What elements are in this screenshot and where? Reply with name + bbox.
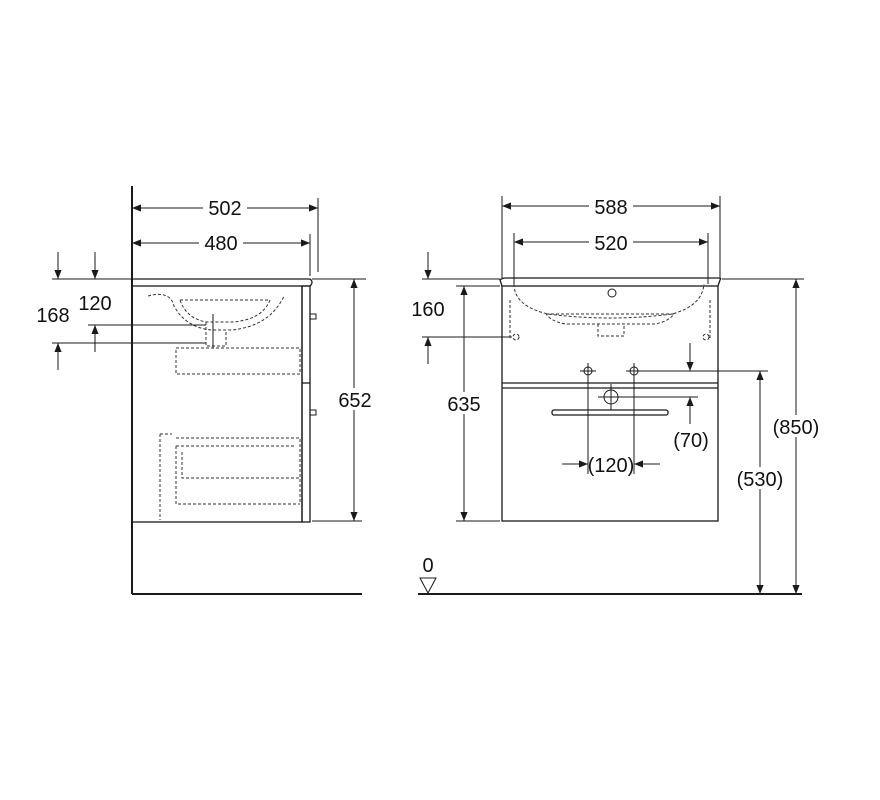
label-bg-520 — [589, 231, 633, 253]
label-bg-480 — [199, 231, 243, 253]
side-view: 502 480 652 120 168 — [36, 186, 378, 595]
tap-hole — [607, 288, 617, 298]
side-basin-top — [132, 278, 313, 287]
dim-label-850: (850) — [773, 417, 820, 439]
waste-connection-right — [626, 363, 642, 379]
front-basin-top — [499, 277, 722, 287]
dim-label-70: (70) — [673, 430, 709, 452]
side-lower-drawer-hidden — [159, 433, 301, 520]
dim-label-520: 520 — [594, 233, 627, 255]
side-basin-bowl-hidden — [147, 293, 285, 331]
side-handle-top — [309, 313, 317, 320]
front-bowl-inner-hidden — [545, 313, 676, 325]
floor-reference-triangle — [419, 577, 437, 595]
dim-label-480: 480 — [204, 233, 237, 255]
overflow-left — [512, 333, 520, 341]
side-upper-drawer-hidden — [175, 347, 301, 375]
label-bg-588 — [589, 195, 633, 217]
label-bg-635 — [441, 392, 487, 414]
floor-reference-label: 0 — [422, 555, 433, 577]
side-cabinet-body — [131, 285, 303, 523]
dim-label-160: 160 — [411, 299, 444, 321]
label-bg-120-front — [590, 453, 632, 475]
front-basin-bowl-hidden — [513, 283, 705, 319]
dim-label-652: 652 — [338, 390, 371, 412]
dim-label-120-front: (120) — [588, 455, 635, 477]
front-drawer-handle — [551, 409, 669, 416]
side-handle-bottom — [309, 409, 317, 416]
dim-label-530: (530) — [737, 469, 784, 491]
side-drawer-fronts — [301, 285, 311, 523]
overflow-right — [702, 333, 710, 341]
label-bg-850 — [768, 415, 824, 437]
dim-label-120-side: 120 — [78, 293, 111, 315]
dim-label-502: 502 — [208, 198, 241, 220]
side-siphon-hidden — [205, 322, 227, 347]
label-bg-652 — [332, 388, 378, 410]
front-cabinet-body — [501, 285, 719, 522]
front-siphon-hidden — [597, 324, 625, 337]
dim-label-635: 635 — [447, 394, 480, 416]
label-bg-530 — [733, 467, 787, 489]
waste-connection-left — [580, 363, 596, 379]
dim-label-588: 588 — [594, 197, 627, 219]
side-bowl-inner-hidden — [179, 299, 271, 323]
label-bg-502 — [203, 196, 247, 218]
front-view: (120) (70) 588 520 160 635 (530) — [411, 195, 824, 595]
dim-label-168: 168 — [36, 305, 69, 327]
